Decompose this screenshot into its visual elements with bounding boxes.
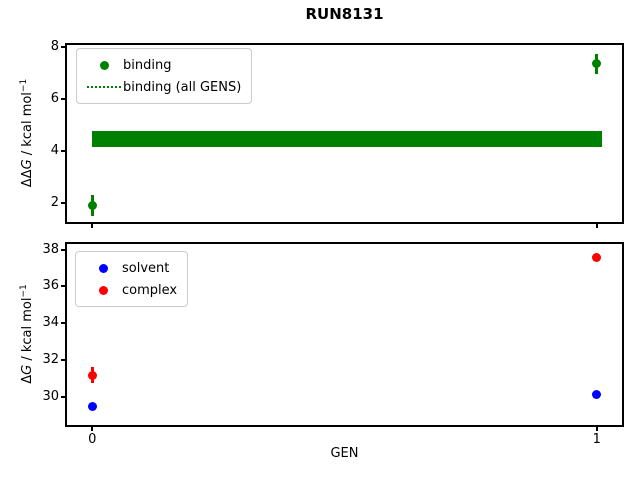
complex-marker-icon: [84, 285, 122, 295]
dotted-line-icon: [85, 86, 123, 88]
y-tick-label: 30: [42, 389, 59, 405]
legend-entry-binding-all-gens: binding (all GENS): [85, 76, 241, 98]
y-tick-mark: [61, 46, 65, 49]
x-tick-mark: [595, 224, 598, 228]
y-tick-label: 38: [42, 241, 59, 257]
axes-dg: solvent complex 30 32 34 36 38 0 1: [42, 242, 624, 447]
x-tick-label: 1: [592, 432, 601, 447]
data-point-binding: [87, 200, 97, 210]
y-tick-label: 8: [50, 39, 59, 55]
y-tick-mark: [61, 285, 65, 288]
solvent-marker-icon: [84, 263, 122, 273]
y-tick-mark: [61, 201, 65, 204]
legend-dg: solvent complex: [75, 251, 189, 307]
y-tick-mark: [61, 396, 65, 399]
y-tick-mark: [61, 97, 65, 100]
x-tick-mark: [595, 427, 598, 431]
legend-label-solvent: solvent: [122, 260, 170, 276]
axes-ddg: binding binding (all GENS) 2 4 6 8: [51, 39, 624, 228]
y-tick-label: 6: [50, 90, 59, 106]
x-axis-label: GEN: [330, 446, 359, 461]
y-tick-mark: [61, 359, 65, 362]
all-gens-band: [92, 131, 602, 148]
y-tick-mark: [61, 149, 65, 152]
y-tick-label: 32: [42, 352, 59, 368]
binding-marker-icon: [85, 60, 123, 70]
y-tick-label: 2: [50, 194, 59, 210]
legend-label-binding: binding: [123, 57, 172, 73]
legend-entry-binding: binding: [85, 54, 241, 76]
legend-label-binding-all-gens: binding (all GENS): [123, 79, 242, 95]
data-point-binding: [592, 59, 602, 69]
y-tick-label: 34: [42, 315, 59, 331]
legend-ddg: binding binding (all GENS): [76, 48, 253, 104]
y-tick-mark: [61, 248, 65, 251]
figure-title: RUN8131: [305, 5, 384, 23]
y-tick-label: 36: [42, 278, 59, 294]
x-tick-mark: [91, 224, 94, 228]
y-axis-label-dg: ΔG / kcal mol−1: [18, 284, 36, 384]
data-point-complex: [592, 253, 602, 263]
y-tick-label: 4: [50, 142, 59, 158]
data-point-solvent: [592, 390, 602, 400]
legend-entry-solvent: solvent: [84, 257, 177, 279]
x-tick-label: 0: [88, 432, 97, 447]
data-point-complex: [87, 370, 97, 380]
legend-entry-complex: complex: [84, 279, 177, 301]
y-axis-label-ddg: ΔΔG / kcal mol−1: [18, 78, 36, 188]
legend-label-complex: complex: [122, 282, 178, 298]
data-point-solvent: [87, 402, 97, 412]
y-tick-mark: [61, 322, 65, 325]
x-tick-mark: [91, 427, 94, 431]
